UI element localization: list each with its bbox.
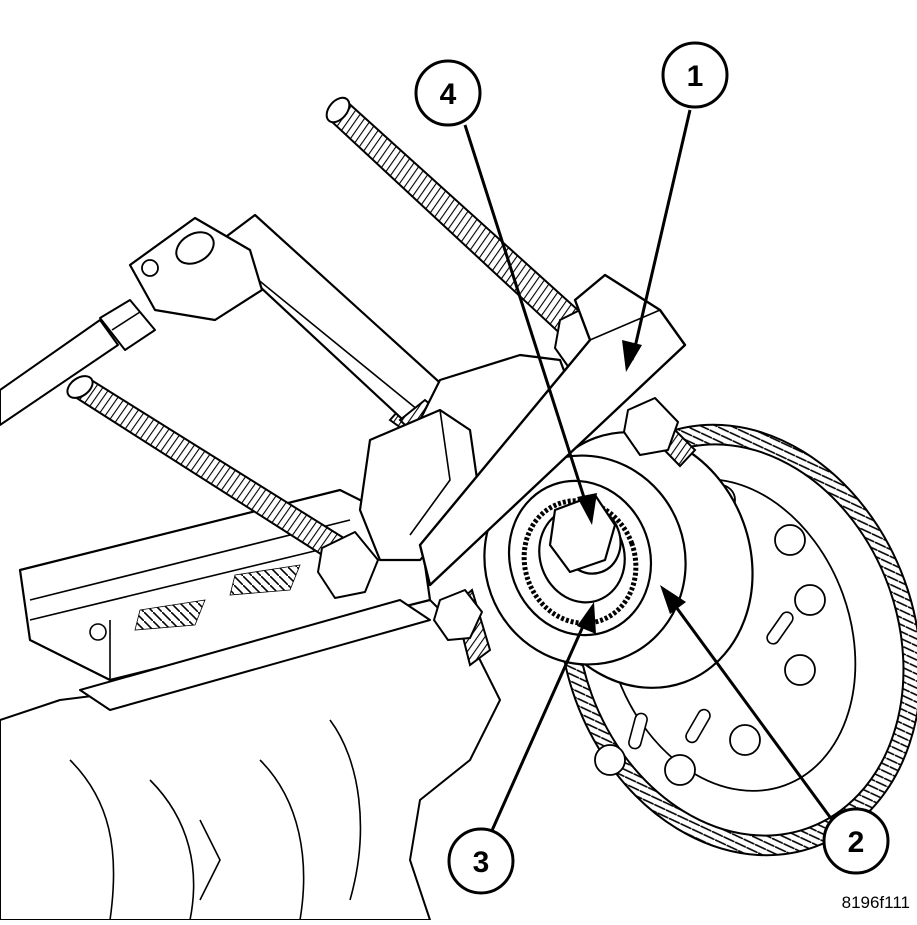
- arrowhead-3: [577, 602, 596, 634]
- callout-2-label: 2: [848, 826, 865, 859]
- gear-bolts: [594, 484, 826, 786]
- callout-3-label: 3: [473, 846, 490, 879]
- arrowhead-1: [622, 340, 642, 372]
- arrowhead-4: [577, 493, 597, 525]
- callout-2: 2: [822, 807, 890, 875]
- puller-cylinder: [99, 213, 472, 457]
- callout-1: 1: [661, 41, 729, 109]
- callout-4-label: 4: [440, 78, 457, 111]
- arrowhead-2: [660, 585, 686, 614]
- lever-handle: [0, 319, 119, 426]
- puller-plate: [418, 273, 687, 587]
- callout-1-label: 1: [687, 60, 704, 93]
- callout-4: 4: [414, 59, 482, 127]
- leader-lines: [463, 109, 840, 836]
- figure-id: 8196f111: [842, 893, 910, 912]
- callout-3: 3: [447, 827, 515, 895]
